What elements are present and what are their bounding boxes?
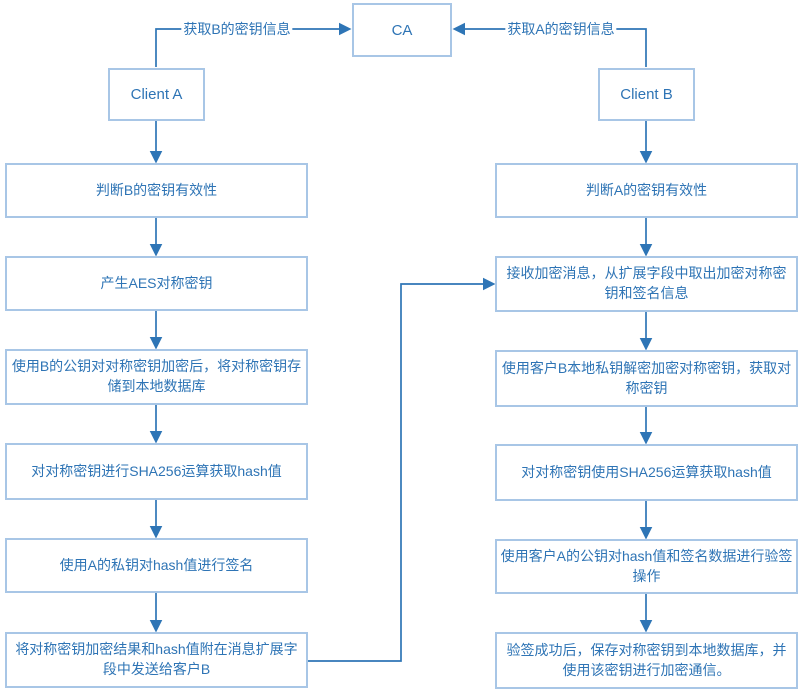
- right-step-6: 验签成功后，保存对称密钥到本地数据库，并使用该密钥进行加密通信。: [495, 632, 798, 689]
- left-step-6-label: 将对称密钥加密结果和hash值附在消息扩展字段中发送给客户B: [15, 641, 298, 677]
- left-step-4: 对对称密钥进行SHA256运算获取hash值: [5, 443, 308, 500]
- left-step-2-label: 产生AES对称密钥: [100, 274, 213, 291]
- left-step-3-label: 使用B的公钥对对称密钥加密后，将对称密钥存储到本地数据库: [11, 358, 302, 394]
- right-step-3-label: 使用客户B本地私钥解密加密对称密钥，获取对称密钥: [501, 359, 792, 396]
- node-client-a: Client A: [108, 68, 205, 121]
- node-ca-label: CA: [391, 21, 413, 39]
- edge-label-get-a-key: 获取A的密钥信息: [505, 21, 617, 37]
- left-step-6: 将对称密钥加密结果和hash值附在消息扩展字段中发送给客户B: [5, 632, 308, 688]
- right-step-3: 使用客户B本地私钥解密加密对称密钥，获取对称密钥: [495, 350, 798, 407]
- node-client-b-label: Client B: [620, 86, 673, 103]
- node-client-a-label: Client A: [130, 86, 183, 103]
- right-step-1-label: 判断A的密钥有效性: [585, 181, 708, 198]
- left-step-3: 使用B的公钥对对称密钥加密后，将对称密钥存储到本地数据库: [5, 349, 308, 405]
- right-step-4-label: 对对称密钥使用SHA256运算获取hash值: [521, 463, 772, 480]
- node-client-b: Client B: [598, 68, 695, 121]
- right-step-5-label: 使用客户A的公钥对hash值和签名数据进行验签操作: [500, 547, 793, 584]
- edge-label-get-b-key: 获取B的密钥信息: [181, 21, 293, 37]
- right-step-4: 对对称密钥使用SHA256运算获取hash值: [495, 444, 798, 501]
- left-step-1: 判断B的密钥有效性: [5, 163, 308, 218]
- left-step-2: 产生AES对称密钥: [5, 256, 308, 311]
- left-step-5-label: 使用A的私钥对hash值进行签名: [59, 556, 254, 573]
- right-step-6-label: 验签成功后，保存对称密钥到本地数据库，并使用该密钥进行加密通信。: [506, 641, 787, 678]
- right-step-2-label: 接收加密消息，从扩展字段中取出加密对称密钥和签名信息: [506, 265, 787, 301]
- right-step-1: 判断A的密钥有效性: [495, 163, 798, 218]
- right-step-2: 接收加密消息，从扩展字段中取出加密对称密钥和签名信息: [495, 256, 798, 312]
- arrow-send-to-client-b: [308, 277, 496, 662]
- node-ca: CA: [352, 3, 452, 57]
- left-step-4-label: 对对称密钥进行SHA256运算获取hash值: [31, 462, 282, 479]
- left-step-1-label: 判断B的密钥有效性: [95, 181, 218, 198]
- left-step-5: 使用A的私钥对hash值进行签名: [5, 538, 308, 593]
- right-step-5: 使用客户A的公钥对hash值和签名数据进行验签操作: [495, 539, 798, 594]
